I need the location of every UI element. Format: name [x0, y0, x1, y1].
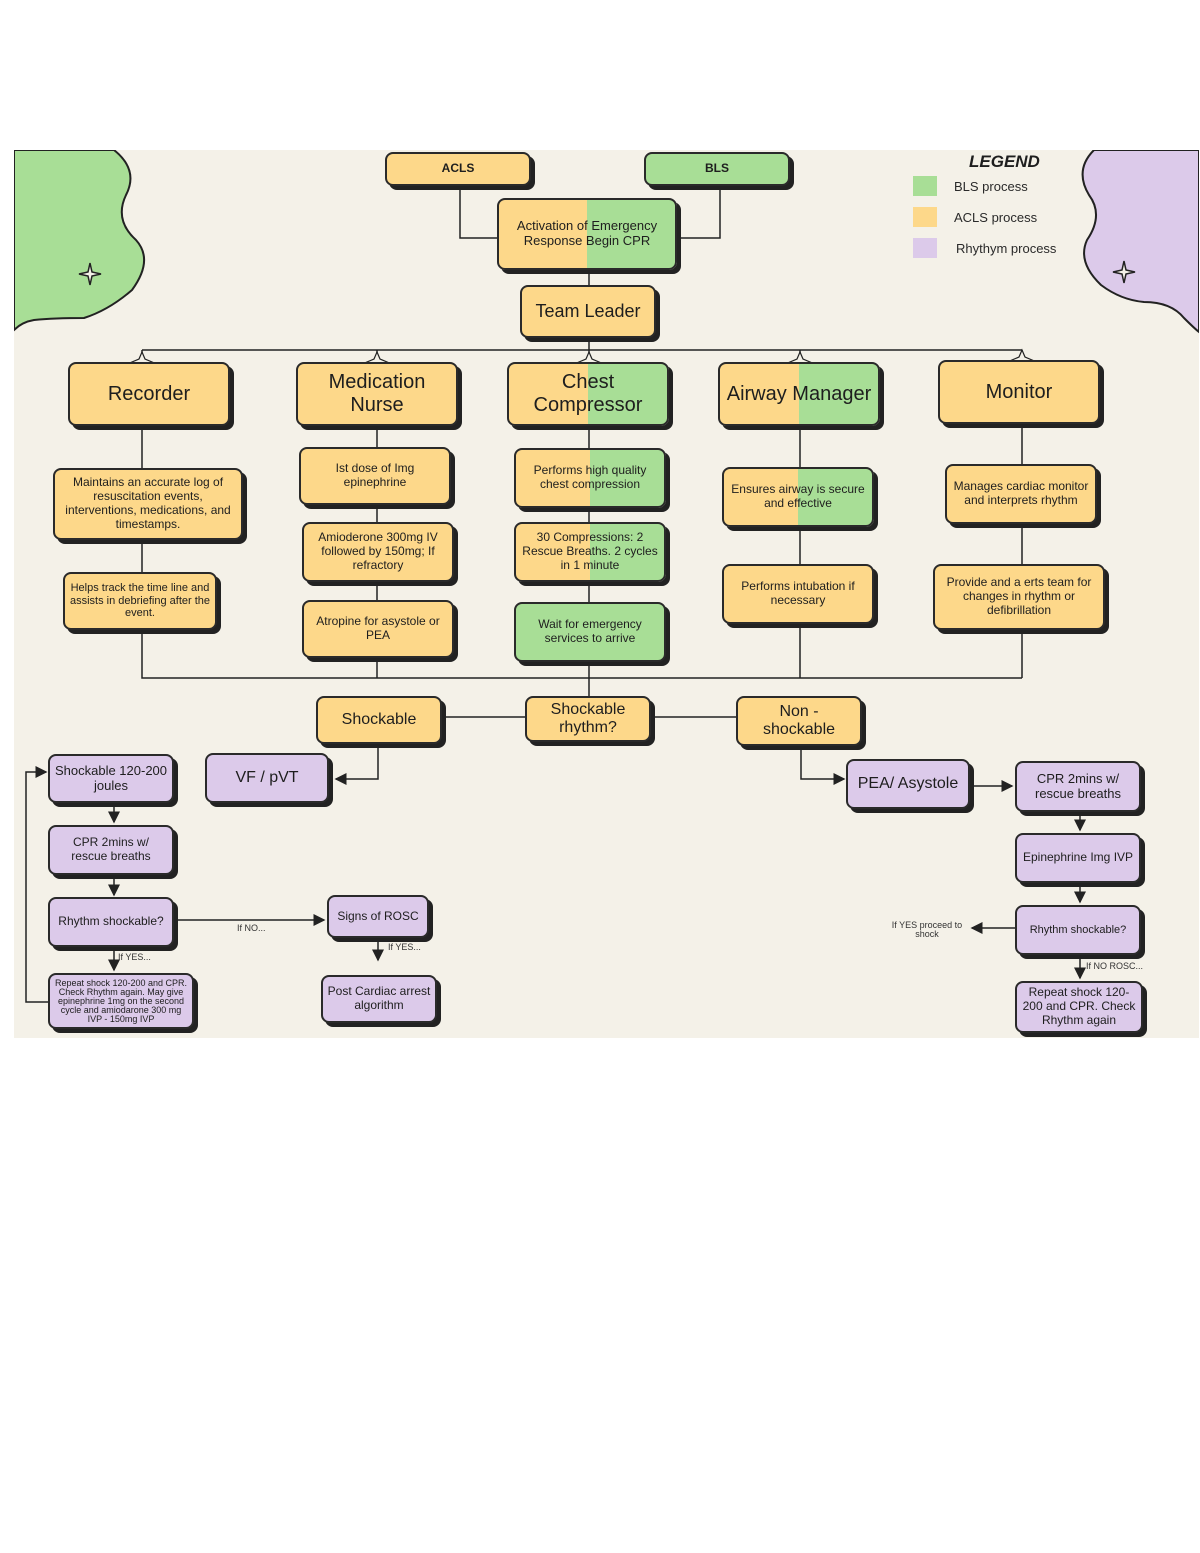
post-cardiac-arrest-box: Post Cardiac arrest algorithm	[321, 975, 437, 1023]
if-no-rosc-label: If NO ROSC...	[1086, 961, 1144, 971]
shock-joules-box: Shockable 120-200 joules	[48, 754, 174, 803]
legend-acls-label: ACLS process	[954, 210, 1038, 225]
legend-rhythm-swatch	[913, 238, 937, 258]
role-recorder: Recorder	[68, 362, 230, 426]
shockable-rhythm-question: Shockable rhythm?	[525, 696, 651, 742]
flowchart-canvas: ACLS BLS Activation of Emergency Respons…	[14, 150, 1199, 1038]
nonshock-cpr-box: CPR 2mins w/ rescue breaths	[1015, 761, 1141, 812]
purple-corner-blob	[1081, 150, 1199, 334]
task-med-epinephrine: Ist dose of Img epinephrine	[299, 447, 451, 505]
task-recorder-timeline: Helps track the time line and assists in…	[63, 572, 217, 630]
cpr-2mins-box: CPR 2mins w/ rescue breaths	[48, 825, 174, 875]
nonshock-rhythm-check: Rhythm shockable?	[1015, 905, 1141, 955]
task-med-amioderone: Amioderone 300mg IV followed by 150mg; I…	[302, 522, 454, 582]
task-airway-secure: Ensures airway is secure and effective	[722, 467, 874, 527]
legend-acls-swatch	[913, 207, 937, 227]
task-airway-intubation: Performs intubation if necessary	[722, 564, 874, 624]
team-leader-box: Team Leader	[520, 285, 656, 338]
task-monitor-cardiac: Manages cardiac monitor and interprets r…	[945, 464, 1097, 524]
role-chest-compressor: Chest Compressor	[507, 362, 669, 426]
task-chest-quality: Performs high quality chest compression	[514, 448, 666, 508]
role-monitor: Monitor	[938, 360, 1100, 424]
task-monitor-alerts: Provide and a erts team for changes in r…	[933, 564, 1105, 630]
proceed-to-shock-label: If YES proceed to shock	[891, 920, 963, 940]
green-corner-blob	[14, 150, 145, 332]
legend-title: LEGEND	[969, 152, 1040, 171]
acls-box: ACLS	[385, 152, 531, 186]
nonshock-repeat-box: Repeat shock 120-200 and CPR. Check Rhyt…	[1015, 981, 1143, 1033]
shockable-box: Shockable	[316, 696, 442, 744]
legend-bls-swatch	[913, 176, 937, 196]
legend-rhythm-label: Rhythym process	[956, 241, 1057, 256]
repeat-shock-box: Repeat shock 120-200 and CPR. Check Rhyt…	[48, 973, 194, 1029]
task-med-atropine: Atropine for asystole or PEA	[302, 600, 454, 658]
epinephrine-box: Epinephrine Img IVP	[1015, 833, 1141, 883]
rosc-if-yes-label: If YES...	[388, 942, 421, 952]
rhythm-shockable-check: Rhythm shockable?	[48, 897, 174, 947]
task-chest-cycles: 30 Compressions: 2 Rescue Breaths. 2 cyc…	[514, 522, 666, 582]
bls-box: BLS	[644, 152, 790, 186]
role-airway-manager: Airway Manager	[718, 362, 880, 426]
role-medication-nurse: Medication Nurse	[296, 362, 458, 426]
if-no-label: If NO...	[237, 923, 266, 933]
task-chest-wait: Wait for emergency services to arrive	[514, 602, 666, 662]
signs-of-rosc-box: Signs of ROSC	[327, 895, 429, 938]
non-shockable-box: Non - shockable	[736, 696, 862, 746]
vf-pvt-box: VF / pVT	[205, 753, 329, 803]
if-yes-label: If YES...	[118, 952, 151, 962]
activation-box: Activation of Emergency Response Begin C…	[497, 198, 677, 270]
star-icon	[1112, 260, 1136, 284]
pea-asystole-box: PEA/ Asystole	[846, 759, 970, 809]
task-recorder-log: Maintains an accurate log of resuscitati…	[53, 468, 243, 540]
star-icon	[78, 262, 102, 286]
legend-bls-label: BLS process	[954, 179, 1028, 194]
